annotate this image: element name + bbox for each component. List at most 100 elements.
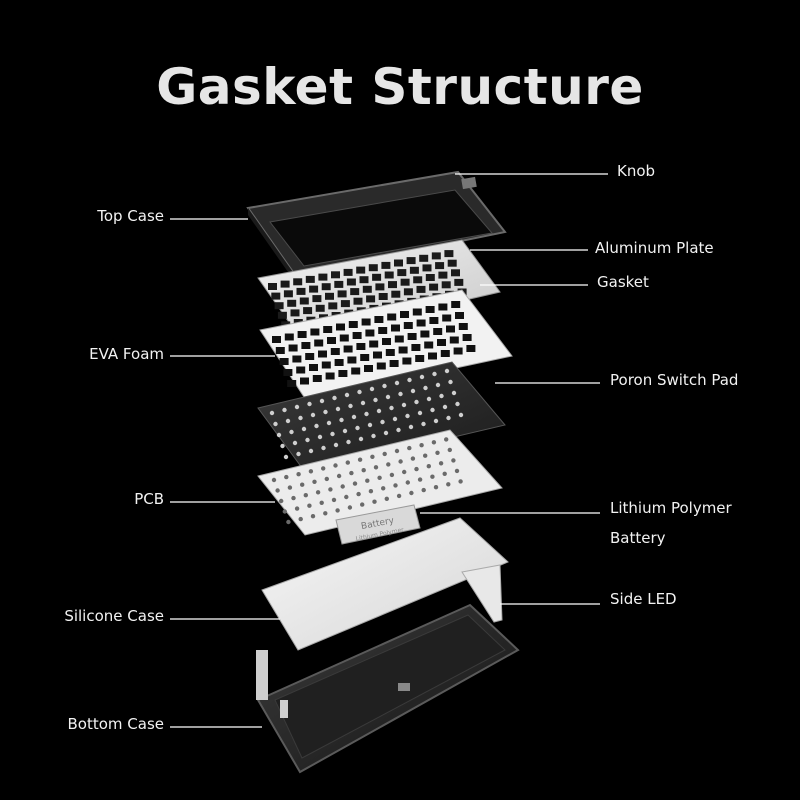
switch-dot xyxy=(333,442,339,448)
switch-dot xyxy=(296,451,301,457)
key-cutout xyxy=(391,324,400,332)
key-cutout xyxy=(283,290,293,298)
aluminum-plate-layer xyxy=(257,239,501,339)
pcb-layer xyxy=(257,429,503,536)
key-cutout xyxy=(391,290,401,298)
key-cutout xyxy=(361,318,371,326)
switch-dot xyxy=(326,420,332,426)
key-cutout xyxy=(451,269,460,277)
switch-dot xyxy=(447,447,452,453)
switch-dot xyxy=(284,474,289,480)
key-cutout xyxy=(366,295,376,303)
switch-dot xyxy=(430,474,435,479)
switch-dot xyxy=(308,448,314,454)
key-cutout xyxy=(350,288,360,296)
switch-dot xyxy=(319,500,324,505)
switch-dot xyxy=(310,412,316,418)
key-cutout xyxy=(375,283,385,291)
key-cutout xyxy=(277,311,287,319)
key-cutout xyxy=(416,285,426,293)
switch-dot xyxy=(285,418,291,424)
key-cutout xyxy=(268,283,277,290)
label-lithium-polymer-battery-line2: Battery xyxy=(610,529,666,547)
switch-dot xyxy=(279,498,284,504)
switch-dot xyxy=(392,416,398,422)
switch-dot xyxy=(435,382,441,388)
switch-dot xyxy=(368,489,374,494)
key-cutout xyxy=(431,252,441,260)
key-cutout xyxy=(331,271,340,279)
key-cutout xyxy=(397,269,407,277)
bottom-case-layer xyxy=(256,603,520,774)
key-cutout xyxy=(283,369,293,376)
switch-dot xyxy=(448,379,453,385)
key-cutout xyxy=(356,343,366,350)
switch-dot xyxy=(414,399,419,405)
key-cutout xyxy=(309,285,319,293)
switch-dot xyxy=(298,516,303,522)
switch-dot xyxy=(314,423,319,429)
key-cutout xyxy=(446,325,455,333)
key-cutout xyxy=(360,354,370,361)
switch-dot xyxy=(454,468,460,474)
key-cutout xyxy=(318,273,328,281)
switch-dot xyxy=(280,443,285,449)
key-cutout xyxy=(425,306,435,313)
key-cutout xyxy=(453,347,463,355)
switch-dot xyxy=(389,472,395,478)
key-cutout xyxy=(420,330,430,338)
key-cutout xyxy=(315,304,325,312)
key-cutout xyxy=(325,372,335,380)
switch-dot xyxy=(407,445,412,451)
switch-dot xyxy=(357,389,362,395)
key-cutout xyxy=(381,261,391,269)
key-cutout xyxy=(275,347,285,354)
key-cutout xyxy=(334,280,344,288)
switch-dot xyxy=(269,410,275,416)
key-cutout xyxy=(449,336,459,344)
key-cutout xyxy=(462,334,472,341)
switch-dot xyxy=(340,484,345,489)
switch-dot xyxy=(332,395,337,401)
switch-dot xyxy=(344,392,350,398)
switch-dot xyxy=(417,477,423,482)
switch-dot xyxy=(442,404,448,410)
key-cutout xyxy=(437,339,446,346)
switch-dot xyxy=(446,415,451,421)
switch-dot xyxy=(317,434,323,440)
switch-dot xyxy=(369,386,375,392)
switch-dot xyxy=(401,402,407,408)
switch-dot xyxy=(458,479,463,484)
page-title: Gasket Structure xyxy=(156,58,644,116)
key-cutout xyxy=(351,367,361,375)
top-case-layer xyxy=(246,170,507,282)
switch-dot xyxy=(407,377,412,383)
key-cutout xyxy=(287,299,297,307)
switch-dot xyxy=(381,486,386,491)
key-cutout xyxy=(415,355,425,362)
key-cutout xyxy=(400,278,410,286)
key-cutout xyxy=(321,361,331,369)
switch-dot xyxy=(398,391,403,397)
switch-dot xyxy=(308,469,314,474)
key-cutout xyxy=(323,326,333,333)
switch-dot xyxy=(377,475,382,480)
switch-dot xyxy=(291,495,296,501)
key-cutout xyxy=(411,344,421,351)
key-cutout xyxy=(338,370,348,377)
key-cutout xyxy=(296,287,306,295)
switch-dot xyxy=(273,421,278,427)
key-cutout xyxy=(428,352,437,360)
switch-dot xyxy=(442,471,447,476)
key-cutout xyxy=(433,328,443,335)
switch-dot xyxy=(287,485,293,490)
switch-dot xyxy=(328,487,333,492)
switch-dot xyxy=(385,394,391,400)
label-top-case: Top Case xyxy=(97,207,164,225)
key-cutout xyxy=(364,365,373,372)
key-cutout xyxy=(299,297,309,305)
switch-dot xyxy=(360,502,365,507)
switch-dot xyxy=(282,407,287,413)
switch-dot xyxy=(321,445,326,451)
switch-dot xyxy=(310,514,316,519)
